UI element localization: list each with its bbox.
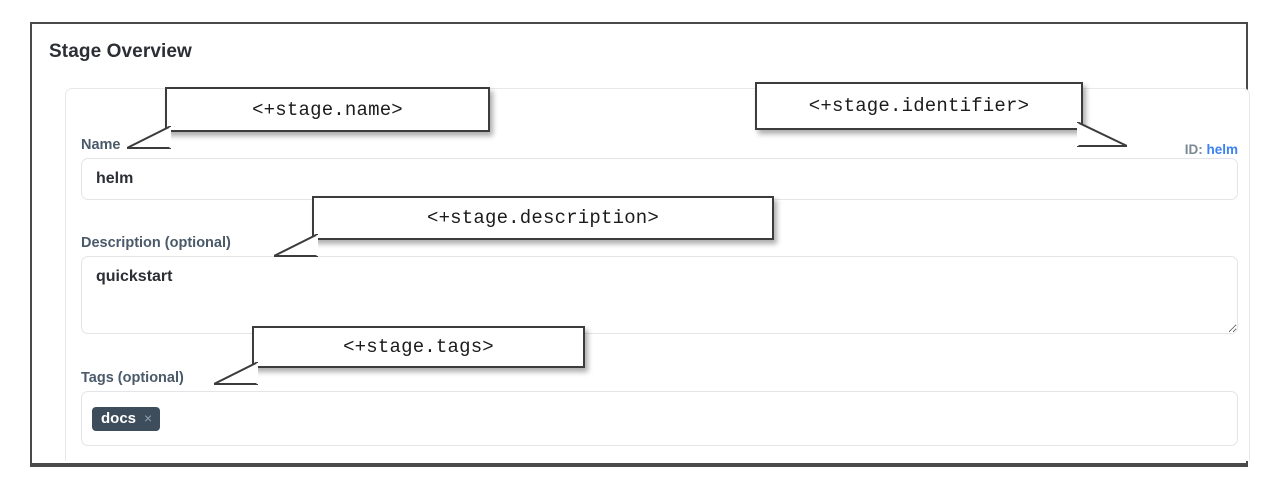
tags-input[interactable]: docs × bbox=[81, 391, 1238, 446]
identifier-value[interactable]: helm bbox=[1206, 141, 1238, 157]
field-name: Name ID: helm bbox=[81, 137, 1238, 200]
stage-identifier: ID: helm bbox=[1184, 141, 1238, 159]
annotation-stage-identifier-text: <+stage.identifier> bbox=[808, 95, 1030, 117]
field-description: Description (optional) bbox=[81, 234, 1238, 334]
tag-chip[interactable]: docs × bbox=[92, 406, 161, 431]
annotation-stage-description-text: <+stage.description> bbox=[426, 207, 660, 229]
frame-bottom-rule bbox=[32, 463, 1246, 465]
stage-overview-card: Name ID: helm Description (optional) Tag… bbox=[65, 88, 1250, 461]
annotation-stage-tags-text: <+stage.tags> bbox=[343, 336, 494, 358]
identifier-key: ID: bbox=[1184, 141, 1203, 157]
annotation-stage-tags: <+stage.tags> bbox=[214, 326, 585, 385]
description-textarea[interactable] bbox=[81, 256, 1238, 334]
field-tags: Tags (optional) docs × bbox=[81, 369, 1238, 446]
annotation-stage-name-text: <+stage.name> bbox=[252, 98, 403, 121]
tag-chip-label: docs bbox=[101, 409, 137, 427]
name-row-header: Name ID: helm bbox=[81, 137, 1238, 158]
annotation-stage-name: <+stage.name> bbox=[127, 87, 490, 149]
name-input[interactable] bbox=[81, 158, 1238, 200]
annotation-stage-description: <+stage.description> bbox=[274, 196, 774, 257]
tag-remove-icon[interactable]: × bbox=[144, 410, 153, 426]
description-label: Description (optional) bbox=[81, 235, 231, 251]
tags-label: Tags (optional) bbox=[81, 370, 184, 386]
page-title: Stage Overview bbox=[49, 41, 192, 62]
name-label: Name bbox=[81, 137, 121, 153]
annotation-stage-identifier: <+stage.identifier> bbox=[755, 82, 1127, 147]
